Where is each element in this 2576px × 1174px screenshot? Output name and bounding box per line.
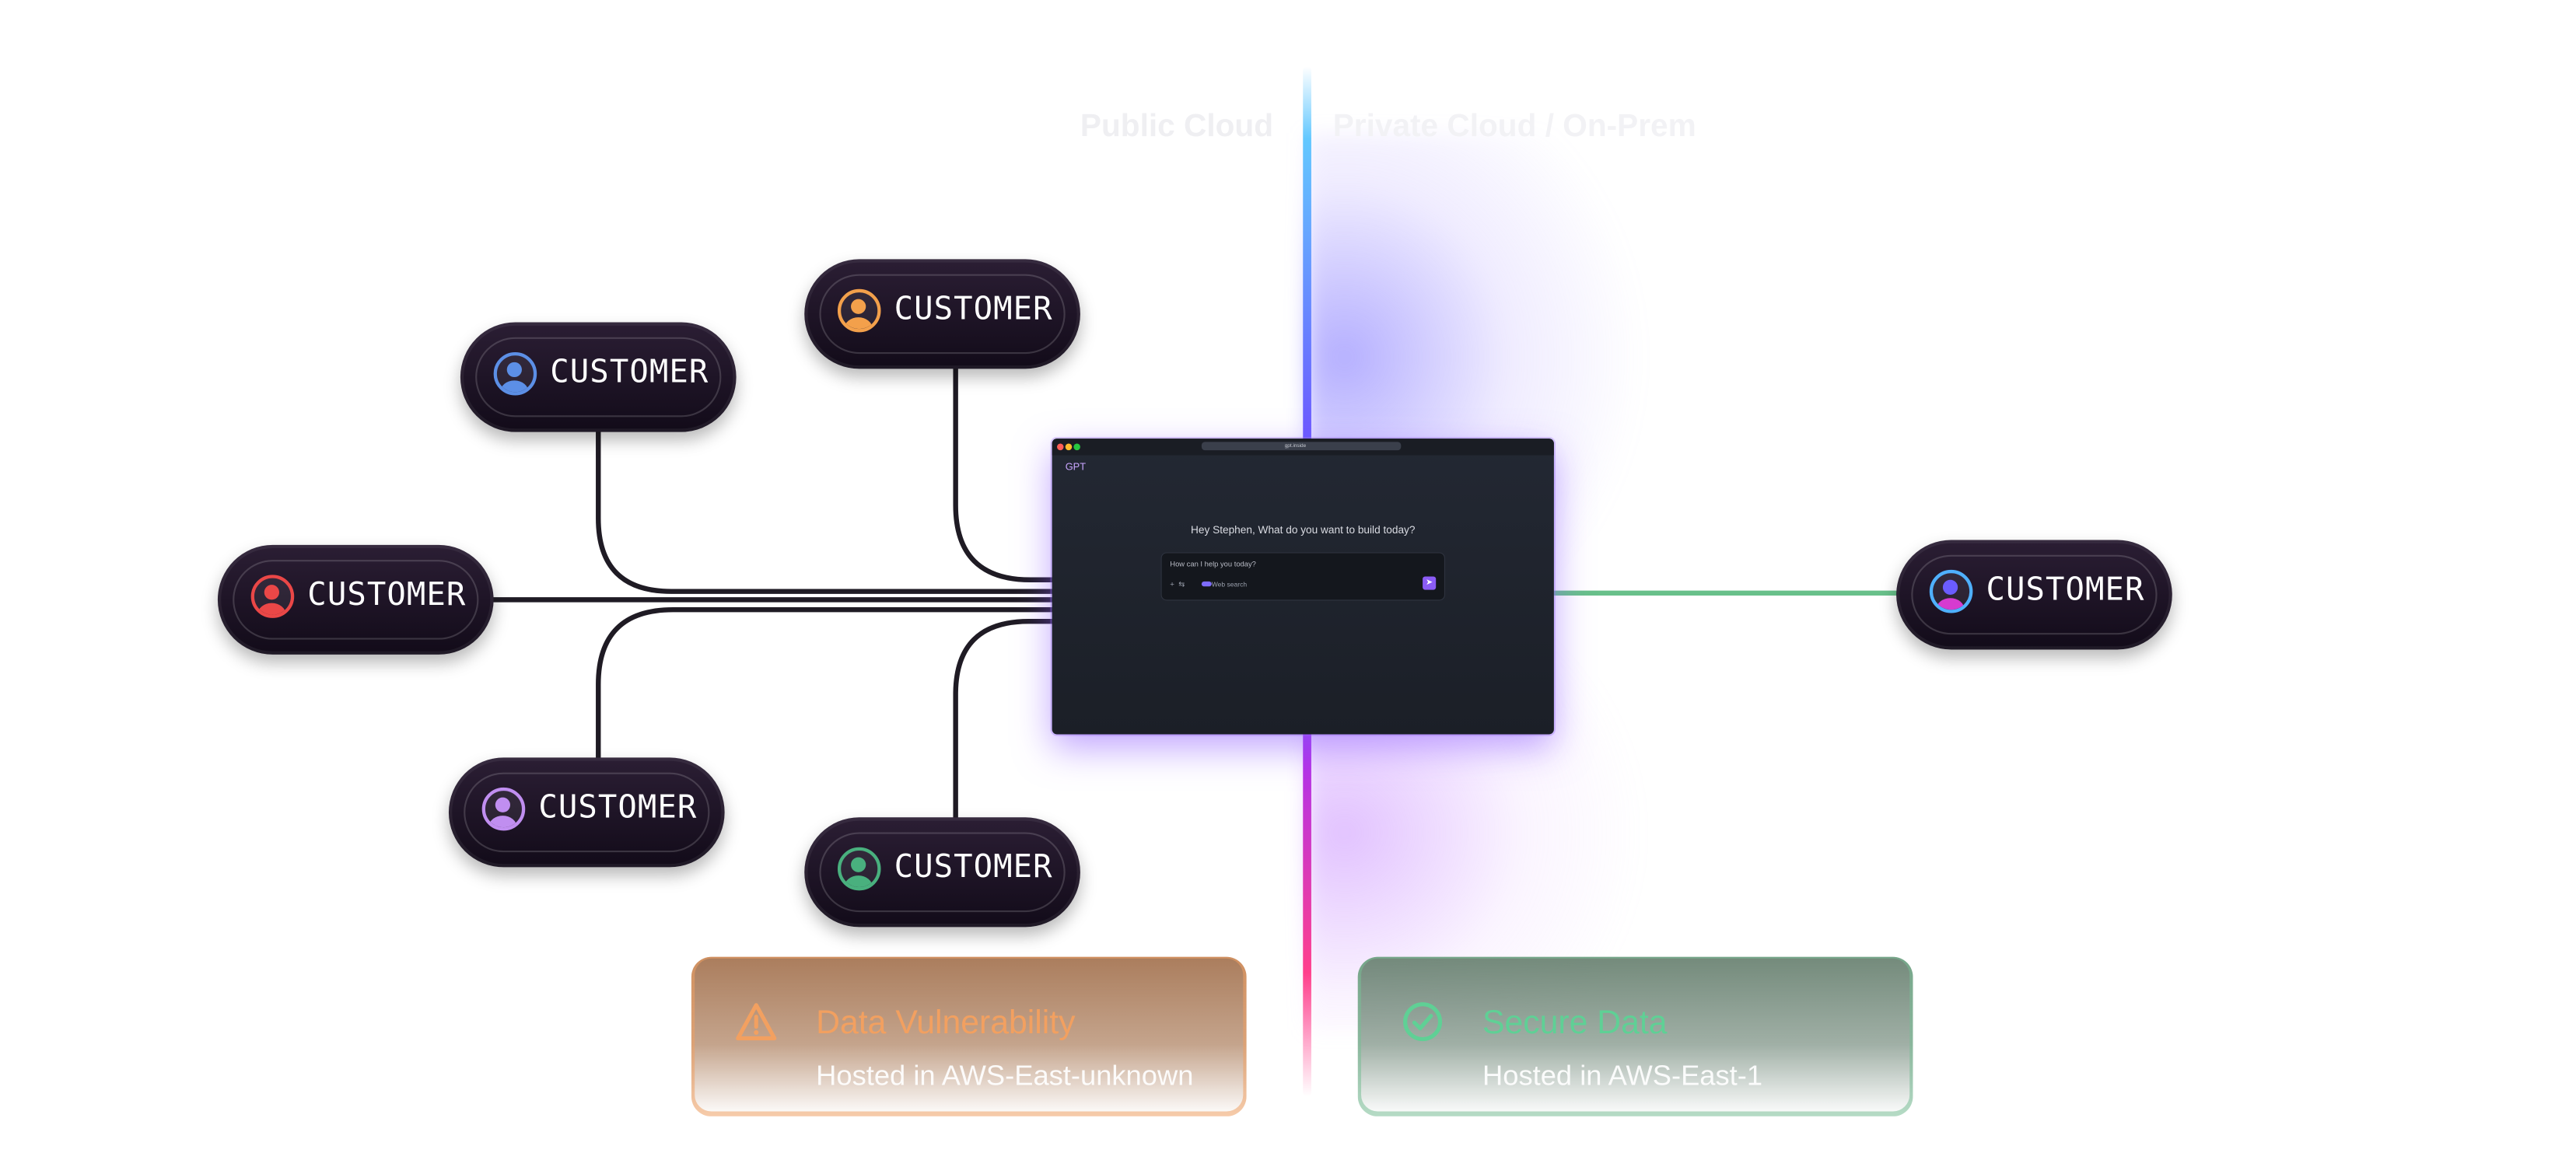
check-circle-icon (1403, 1002, 1443, 1042)
close-dot-icon[interactable] (1057, 443, 1064, 451)
card-subtitle: Hosted in AWS-East-unknown (816, 1060, 1194, 1092)
address-bar[interactable] (1201, 442, 1402, 451)
card-title: Data Vulnerability (816, 1005, 1076, 1042)
user-icon (837, 847, 881, 891)
customer-label: CUSTOMER (550, 354, 709, 391)
web-search-label: Web search (1211, 579, 1248, 589)
warning-icon (736, 1003, 777, 1041)
customer-node-purple[interactable]: CUSTOMER (448, 757, 725, 868)
private-cloud-heading: Private Cloud / On-Prem (1332, 110, 1696, 145)
chat-input-box[interactable]: How can I help you today? + ⇆ Web search… (1161, 553, 1444, 600)
minimize-dot-icon[interactable] (1065, 443, 1073, 451)
maximize-dot-icon[interactable] (1073, 443, 1080, 451)
line-customer-4 (596, 607, 1056, 760)
customer-label: CUSTOMER (1986, 571, 2145, 609)
card-subtitle: Hosted in AWS-East-1 (1482, 1060, 1763, 1092)
customer-label: CUSTOMER (538, 788, 698, 826)
line-customer-1 (596, 426, 1056, 594)
user-icon (837, 288, 881, 333)
data-vulnerability-card: Data Vulnerability Hosted in AWS-East-un… (691, 956, 1247, 1116)
app-logo: GPT (1065, 463, 1087, 473)
customer-node-green[interactable]: CUSTOMER (804, 817, 1080, 928)
send-icon[interactable]: ➤ (1423, 576, 1437, 590)
customer-label: CUSTOMER (894, 848, 1053, 886)
web-search-toggle[interactable] (1201, 581, 1212, 587)
card-title: Secure Data (1482, 1005, 1668, 1042)
window-titlebar: gpt.inside (1052, 439, 1554, 456)
customer-node-orange[interactable]: CUSTOMER (804, 259, 1080, 369)
attach-icon[interactable]: + ⇆ (1170, 579, 1185, 589)
customer-node-secure[interactable]: CUSTOMER (1896, 540, 2172, 650)
customer-node-red[interactable]: CUSTOMER (217, 544, 494, 655)
address-text: gpt.inside (1284, 442, 1307, 449)
user-icon (481, 787, 526, 831)
customer-label: CUSTOMER (894, 290, 1053, 327)
user-icon (1929, 569, 1973, 613)
user-icon (493, 352, 537, 396)
secure-data-card: Secure Data Hosted in AWS-East-1 (1357, 956, 1913, 1116)
public-cloud-heading: Public Cloud (1080, 110, 1274, 145)
line-customer-5 (953, 618, 1056, 829)
line-customer-2 (953, 356, 1056, 582)
user-icon (250, 575, 295, 618)
chat-placeholder: How can I help you today? (1170, 560, 1256, 568)
customer-node-blue[interactable]: CUSTOMER (460, 322, 737, 432)
gpt-app-window: gpt.inside GPT Hey Stephen, What do you … (1052, 439, 1554, 735)
greeting-text: Hey Stephen, What do you want to build t… (1191, 525, 1416, 537)
customer-label: CUSTOMER (307, 576, 467, 613)
